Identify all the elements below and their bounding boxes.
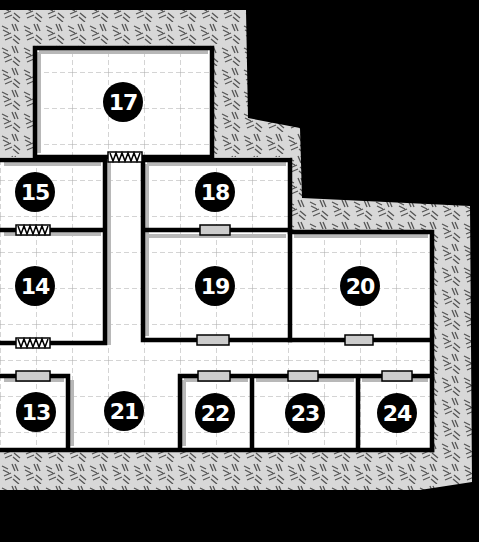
room-number: 13: [16, 392, 56, 432]
room: 21: [68, 345, 180, 450]
rock-area: [0, 10, 472, 490]
room-number: 19: [195, 266, 235, 306]
room: 14: [0, 230, 105, 343]
room-number: 17: [103, 82, 143, 122]
room: 18: [143, 160, 290, 230]
room-number: 23: [285, 393, 325, 433]
floor: [0, 48, 432, 450]
room: 23: [252, 376, 358, 450]
room: 15: [0, 160, 105, 230]
room-number: 14: [15, 266, 55, 306]
room-number: 15: [15, 172, 55, 212]
walls: [0, 48, 432, 450]
room: 22: [180, 376, 252, 450]
room: 20: [290, 232, 432, 340]
door-symbol: [16, 225, 412, 381]
room: 17: [35, 48, 212, 157]
room-number: 22: [195, 393, 235, 433]
secret-door-symbol: [16, 152, 142, 348]
room-number: 21: [104, 391, 144, 431]
room-number: 20: [340, 266, 380, 306]
room-number: 18: [195, 172, 235, 212]
room: 19: [143, 230, 290, 340]
room: 13: [0, 376, 68, 450]
room: 24: [358, 376, 432, 450]
room-number: 24: [377, 393, 417, 433]
